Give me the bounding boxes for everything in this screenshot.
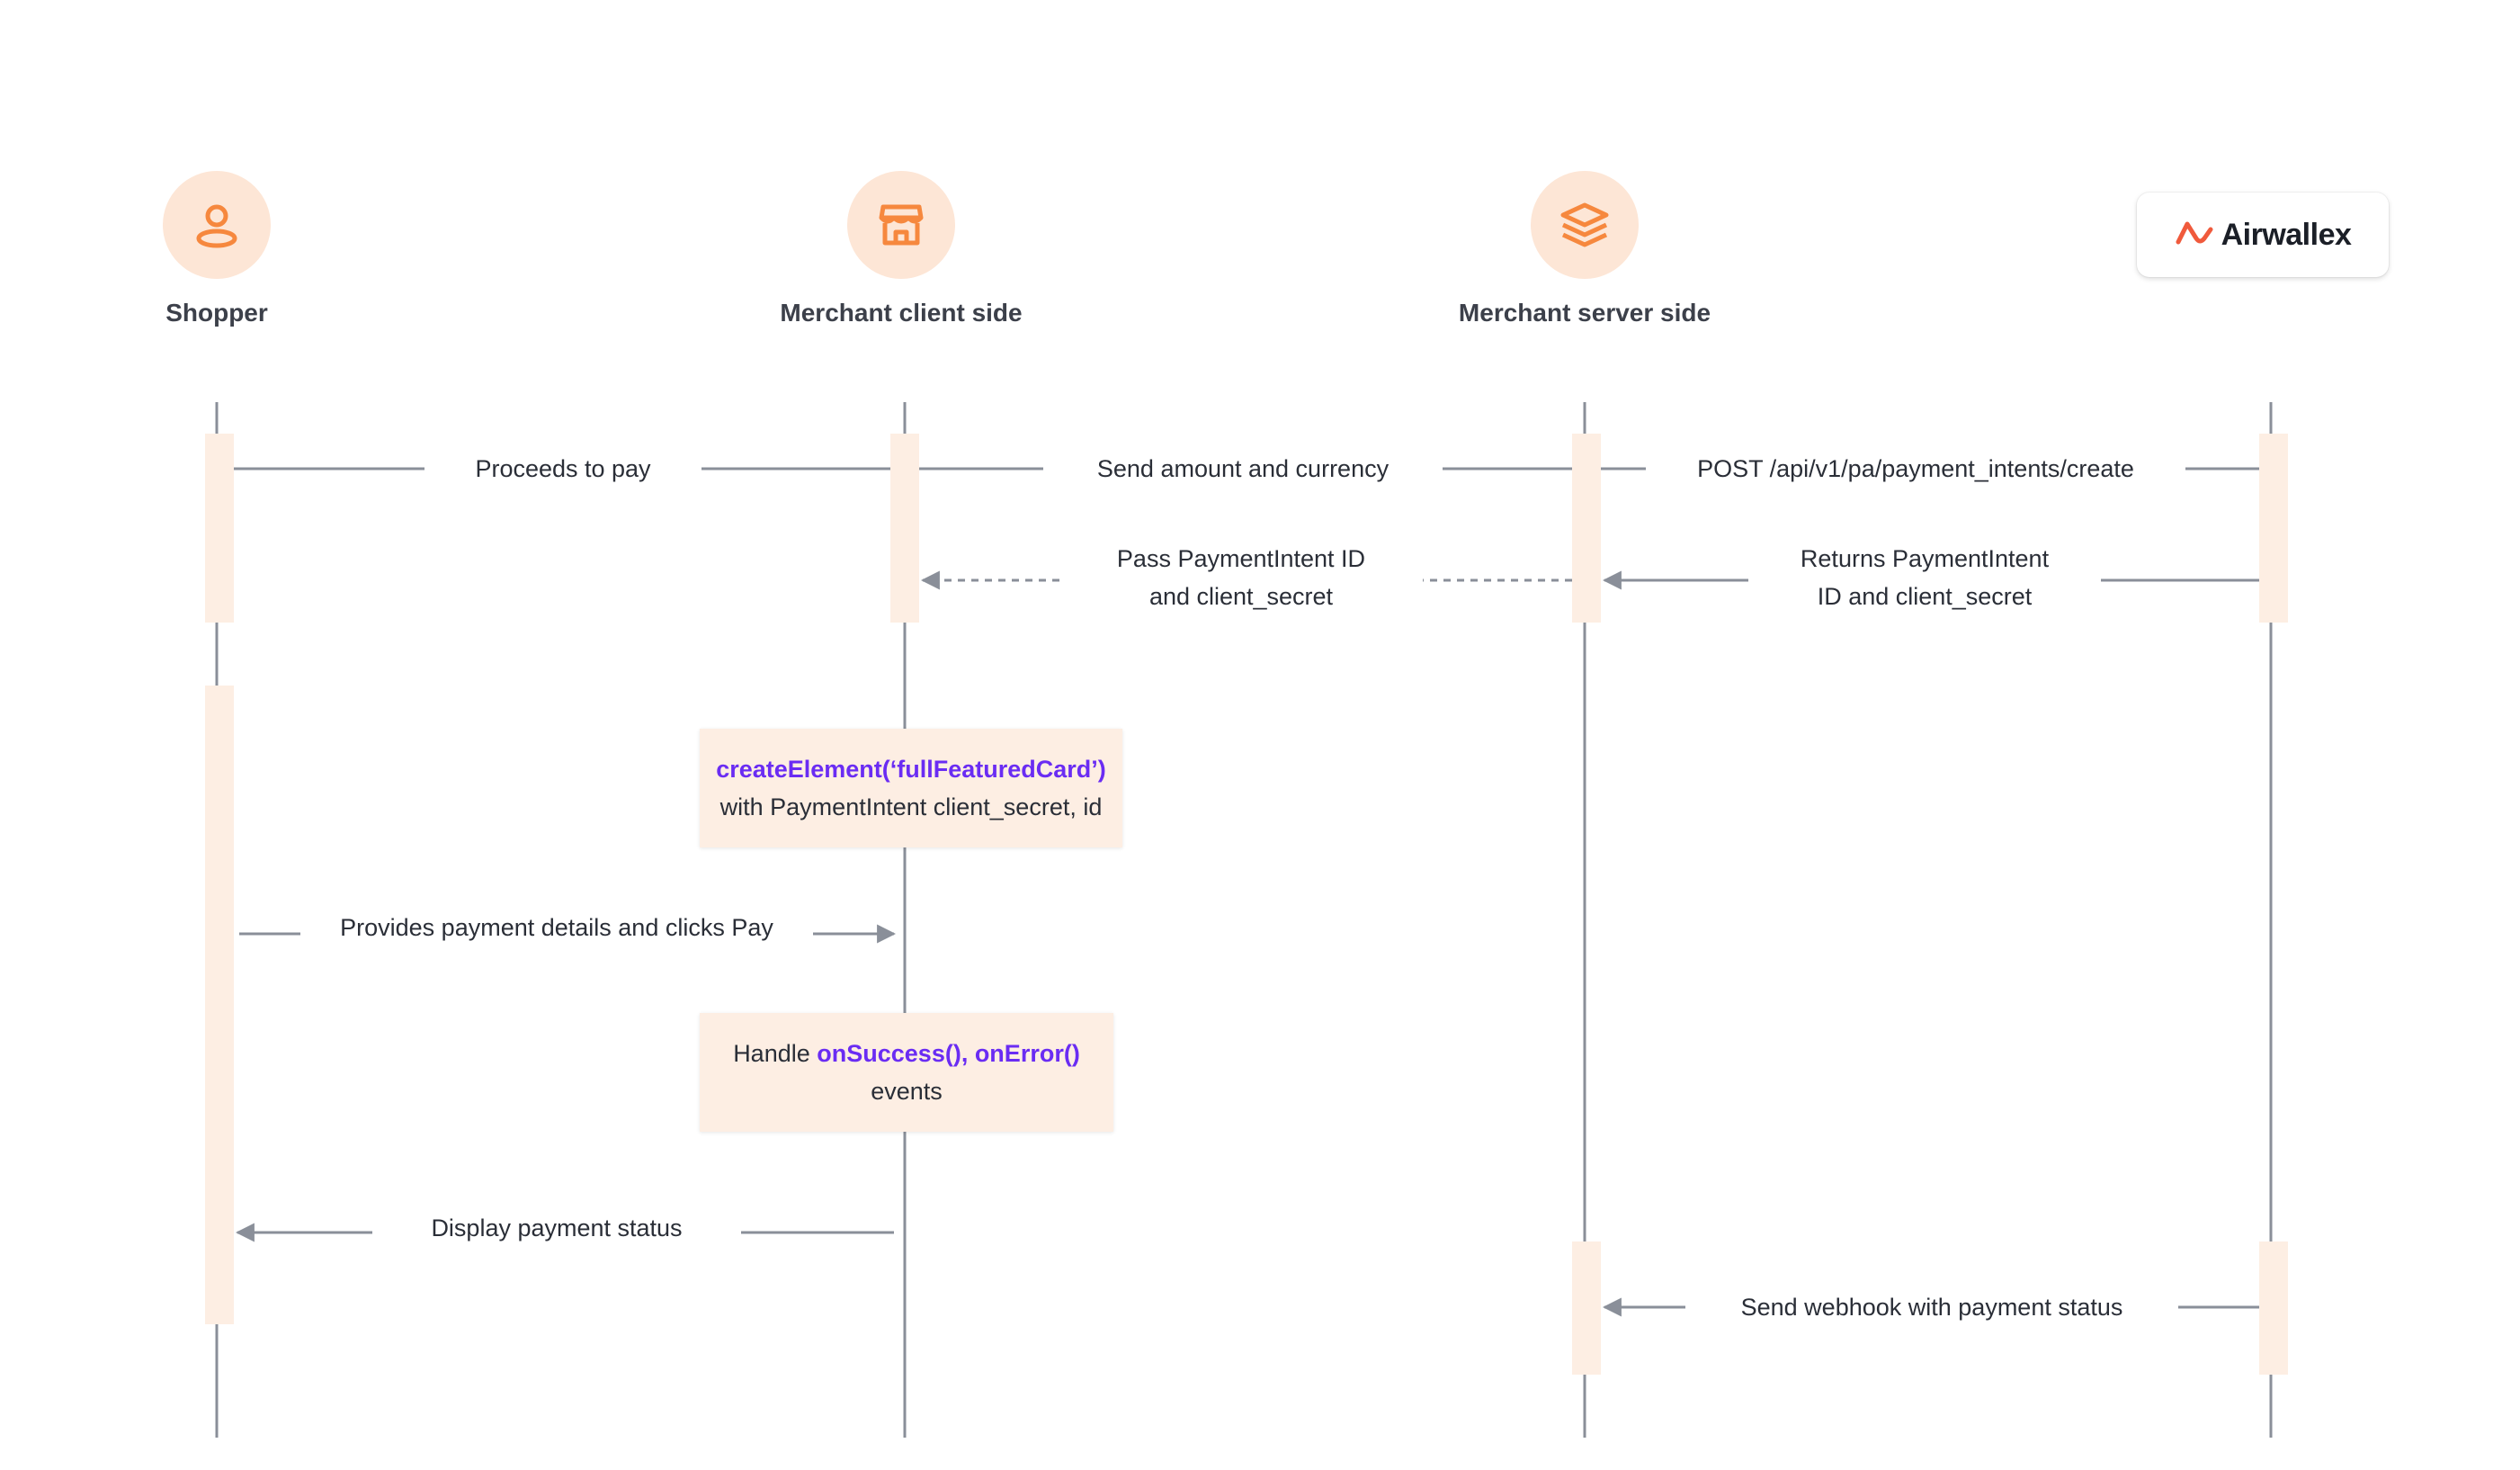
actor-shopper-label: Shopper [165, 299, 268, 327]
msg-display-status: Display payment status [372, 1209, 741, 1247]
msg-pass-intent-line1: Pass PaymentIntent ID [1116, 545, 1366, 572]
actor-merchant-server: Merchant server side [1405, 171, 1765, 327]
note-create-element-code: createElement(‘fullFeaturedCard’) [716, 756, 1106, 783]
airwallex-logo-icon [2175, 219, 2214, 252]
note-create-element-text: with PaymentIntent client_secret, id [719, 793, 1103, 820]
activation-client-1 [890, 434, 919, 623]
note-handle-events: Handle onSuccess(), onError() events [700, 1013, 1113, 1132]
msg-returns-intent-line1: Returns PaymentIntent [1800, 545, 2050, 572]
note-handle-suffix: events [871, 1078, 943, 1105]
msg-proceeds-to-pay: Proceeds to pay [424, 450, 701, 488]
note-handle-prefix: Handle [733, 1040, 810, 1067]
note-handle-events-line1: Handle onSuccess(), onError() [700, 1035, 1113, 1072]
msg-returns-intent-line2: ID and client_secret [1817, 583, 2033, 610]
user-icon [163, 171, 271, 279]
actor-server-label: Merchant server side [1458, 299, 1711, 327]
msg-pass-intent-line2: and client_secret [1148, 583, 1334, 610]
note-handle-code: onSuccess(), onError() [817, 1040, 1080, 1067]
actor-client-label: Merchant client side [780, 299, 1023, 327]
activation-shopper-1 [205, 434, 234, 623]
activation-shopper-2 [205, 686, 234, 1324]
msg-send-amount: Send amount and currency [1043, 450, 1443, 488]
store-icon [847, 171, 955, 279]
layers-icon [1531, 171, 1639, 279]
activation-airwallex-1 [2259, 434, 2288, 623]
activation-server-1 [1572, 434, 1601, 623]
activation-airwallex-2 [2259, 1241, 2288, 1375]
airwallex-logo: Airwallex [2137, 193, 2389, 277]
airwallex-wordmark: Airwallex [2221, 217, 2352, 252]
actor-shopper: Shopper [37, 171, 397, 327]
msg-pass-intent: Pass PaymentIntent ID and client_secret [1059, 540, 1423, 615]
actor-merchant-client: Merchant client side [721, 171, 1081, 327]
msg-send-webhook: Send webhook with payment status [1685, 1288, 2178, 1326]
activation-server-2 [1572, 1241, 1601, 1375]
msg-returns-intent: Returns PaymentIntent ID and client_secr… [1748, 540, 2101, 615]
msg-post-create: POST /api/v1/pa/payment_intents/create [1646, 450, 2185, 488]
note-create-element: createElement(‘fullFeaturedCard’) with P… [700, 729, 1122, 847]
msg-provides-details: Provides payment details and clicks Pay [300, 909, 813, 946]
